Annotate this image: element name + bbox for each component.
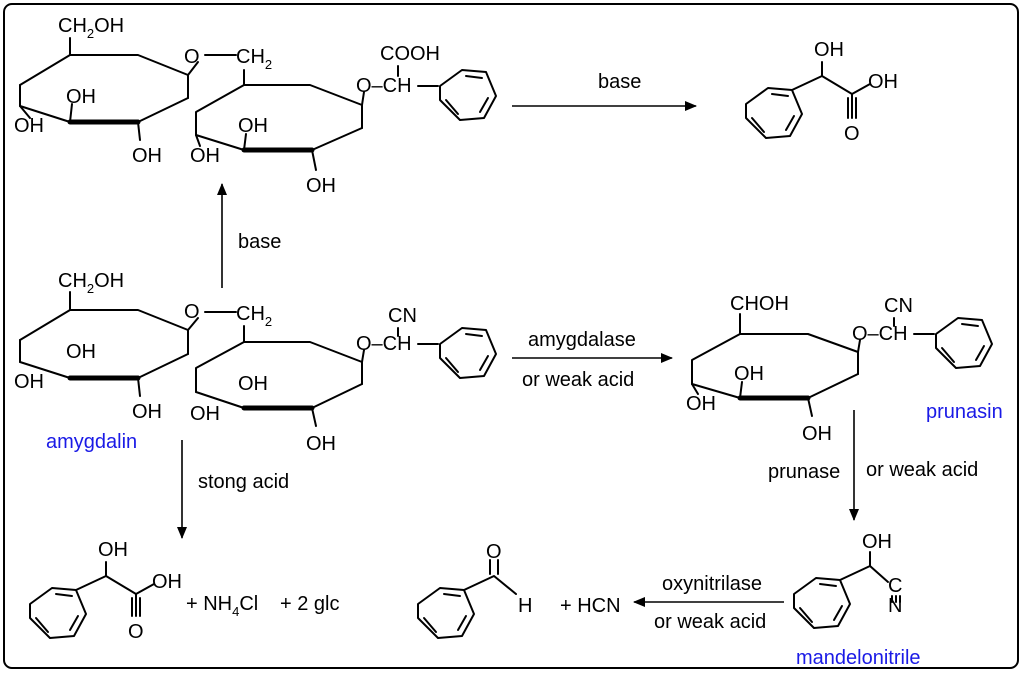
oh-label: OH <box>66 86 96 108</box>
prunasin-structure: CHOH OH OH OH O–CH CN <box>686 293 993 445</box>
ch2oh-label: CH2OH <box>58 270 124 296</box>
prunasin-name: prunasin <box>926 401 1003 423</box>
condition-label: or weak acid <box>866 459 978 481</box>
oh-label: OH <box>14 371 44 393</box>
ch2-label: CH2 <box>236 303 272 329</box>
oh-label: OH <box>152 571 182 593</box>
mandelonitrile-structure: OH C N <box>793 531 902 629</box>
oh-label: OH <box>98 539 128 561</box>
oh-label: OH <box>306 175 336 197</box>
scheme-border <box>3 3 1019 669</box>
oh-label: OH <box>238 115 268 137</box>
nitrile-c-label: C <box>888 575 902 597</box>
aldehyde-h-label: H <box>518 595 532 617</box>
condition-label: stong acid <box>198 471 289 493</box>
oh-label: OH <box>132 401 162 423</box>
oh-label: OH <box>190 403 220 425</box>
choh-label: CHOH <box>730 293 789 315</box>
condition-label: oxynitrilase <box>662 573 762 595</box>
amygdalin-structure: CH2OH OH OH OH O CH2 OH OH OH O–CH CN <box>14 270 497 455</box>
carbonyl-o-label: O <box>844 123 860 145</box>
hcn-label: + HCN <box>560 595 621 617</box>
ch2oh-label: CH2OH <box>58 15 124 41</box>
mandelonitrile-name: mandelonitrile <box>796 647 921 669</box>
cn-label: CN <box>884 295 913 317</box>
och-label: O–CH <box>852 323 908 345</box>
och-label: O–CH <box>356 75 412 97</box>
mandelic-acid-bottom: OH OH O <box>29 539 182 643</box>
aldehyde-o-label: O <box>486 541 502 563</box>
mandelic-acid-top: OH OH O <box>745 39 898 145</box>
cooh-label: COOH <box>380 43 440 65</box>
condition-label: prunase <box>768 461 840 483</box>
oh-label: OH <box>734 363 764 385</box>
carbonyl-o-label: O <box>128 621 144 643</box>
cn-label: CN <box>388 305 417 327</box>
glucose-label: + 2 glc <box>280 593 339 615</box>
oh-label: OH <box>802 423 832 445</box>
glycosidic-o-label: O <box>184 301 200 323</box>
glycosidic-o-label: O <box>184 46 200 68</box>
nh4cl-label: + NH4Cl <box>186 593 258 619</box>
condition-label: base <box>238 231 281 253</box>
oh-label: OH <box>868 71 898 93</box>
condition-label: or weak acid <box>654 611 766 633</box>
oh-label: OH <box>862 531 892 553</box>
nitrile-n-label: N <box>888 595 902 617</box>
oh-label: OH <box>132 145 162 167</box>
oh-label: OH <box>814 39 844 61</box>
ch2-label: CH2 <box>236 46 272 72</box>
oh-label: OH <box>190 145 220 167</box>
top-disaccharide-acid: CH2OH OH OH OH O CH2 OH OH OH O–CH COOH <box>14 15 497 197</box>
condition-label: or weak acid <box>522 369 634 391</box>
oh-label: OH <box>14 115 44 137</box>
condition-label: amygdalase <box>528 329 636 351</box>
condition-label: base <box>598 71 641 93</box>
oh-label: OH <box>686 393 716 415</box>
oh-label: OH <box>306 433 336 455</box>
benzaldehyde: O H <box>417 541 532 639</box>
amygdalin-name: amygdalin <box>46 431 137 453</box>
oh-label: OH <box>238 373 268 395</box>
oh-label: OH <box>66 341 96 363</box>
och-label: O–CH <box>356 333 412 355</box>
